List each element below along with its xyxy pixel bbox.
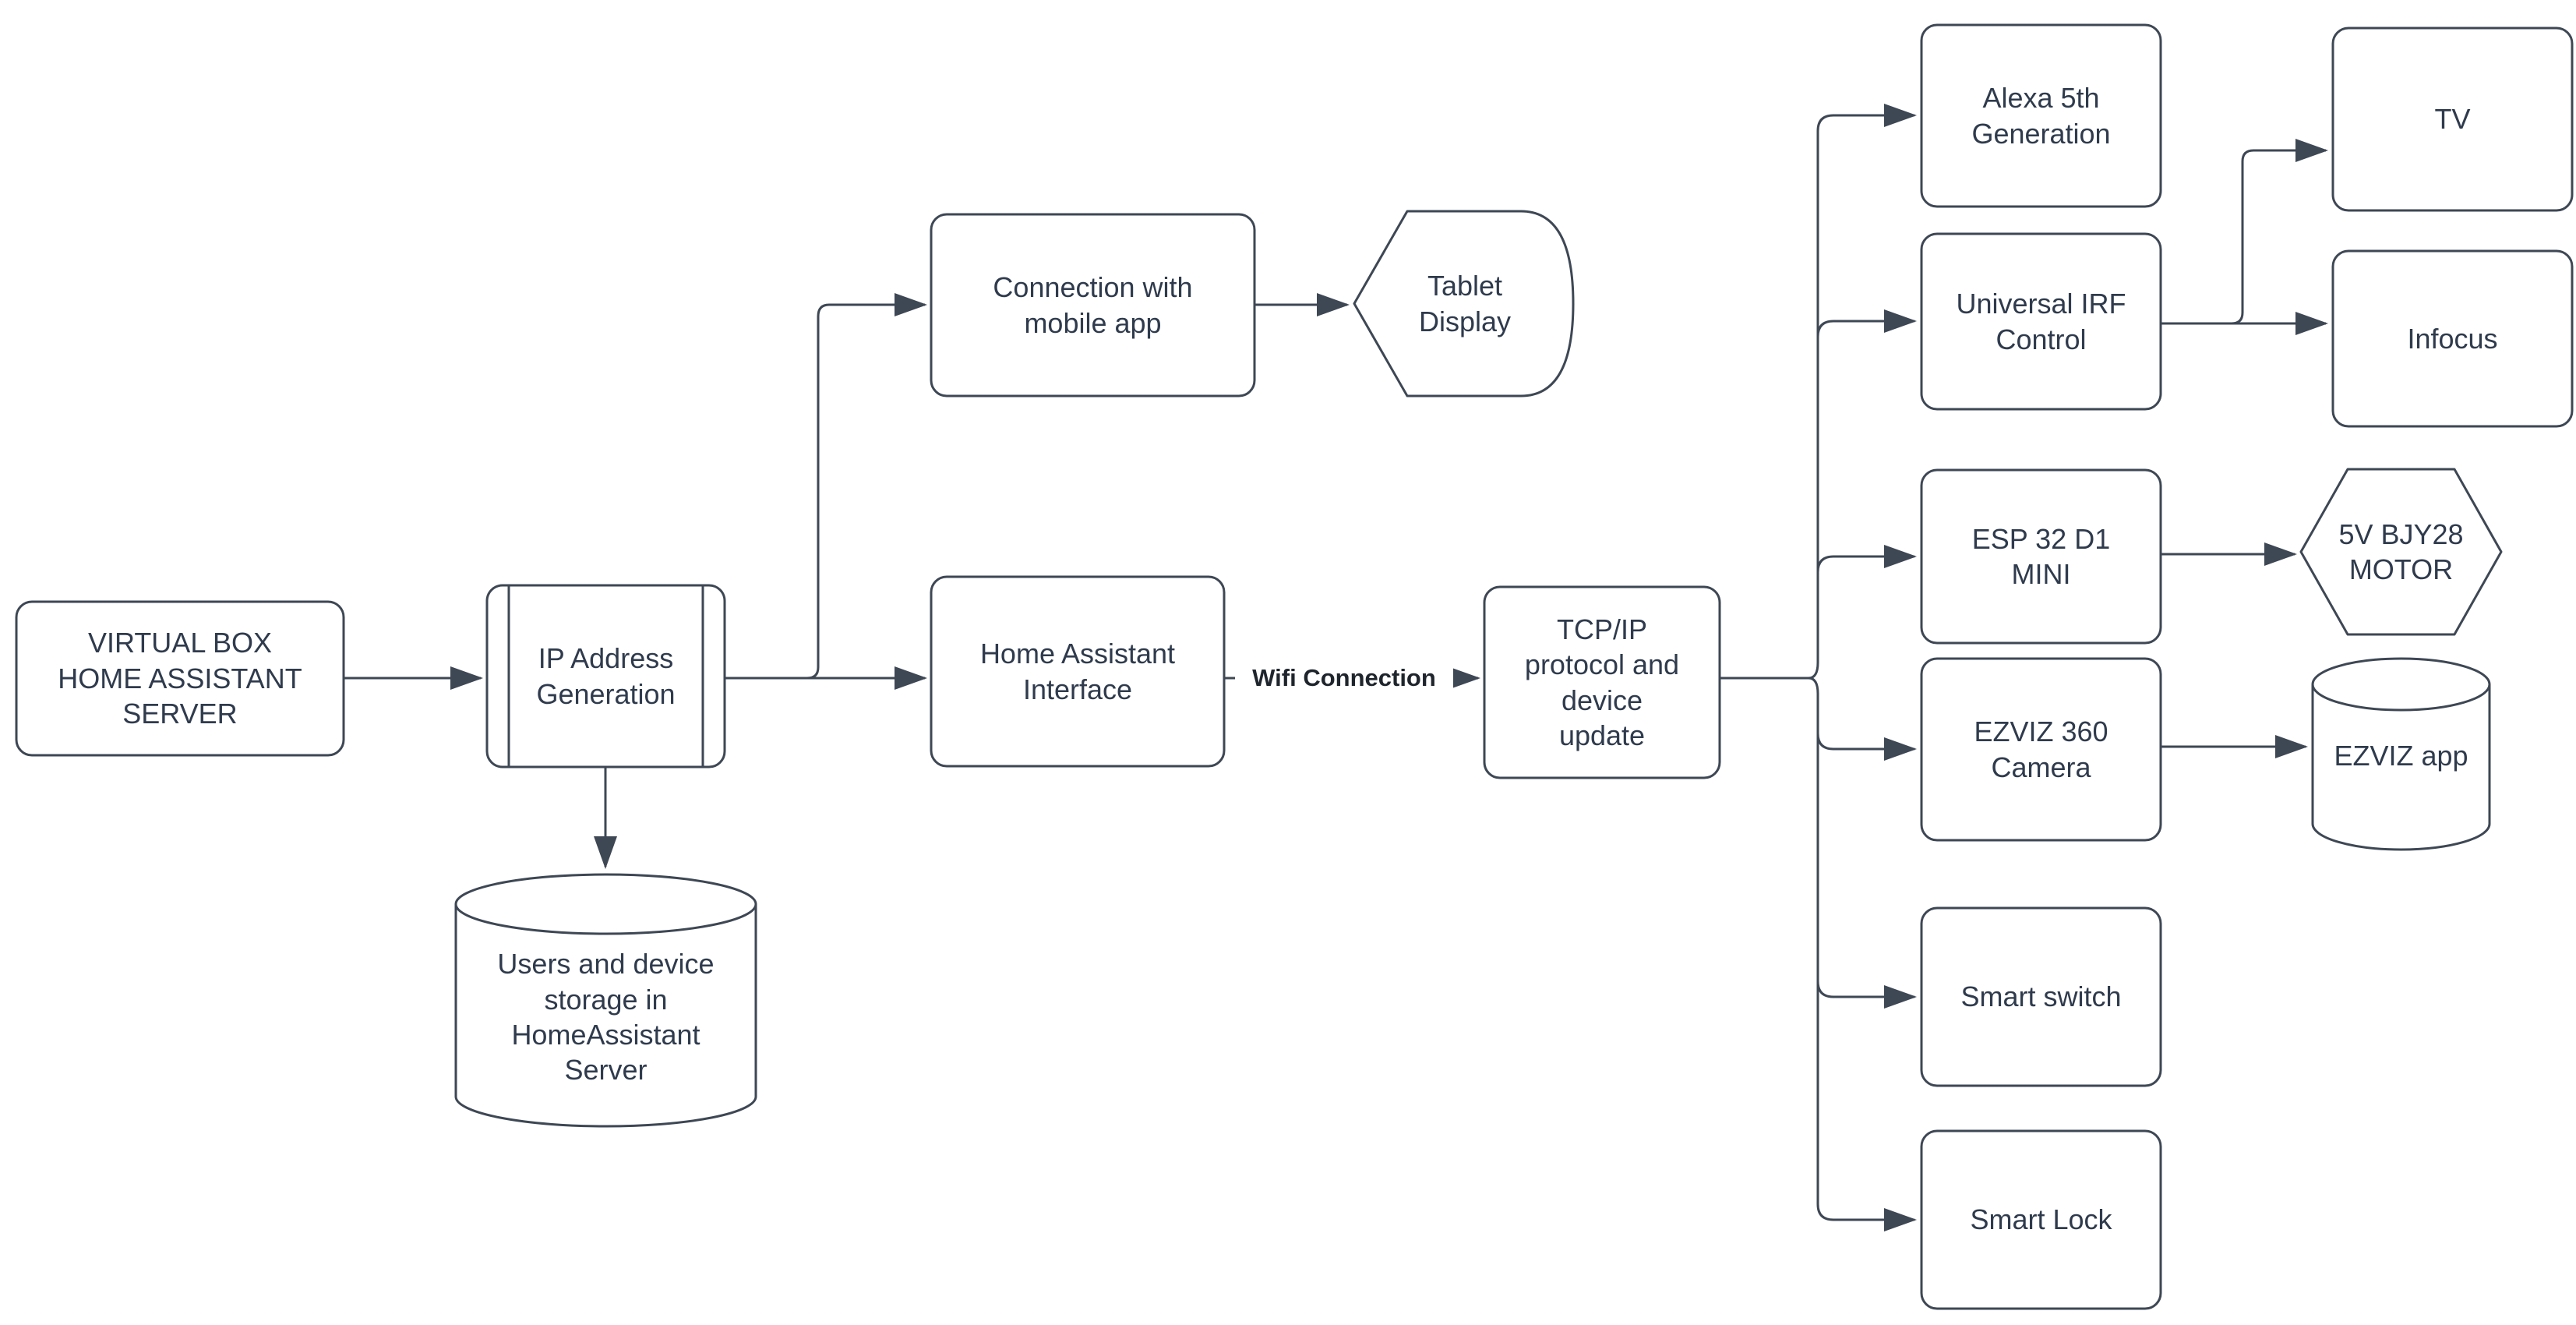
trunk-upper-branch-alexa — [1808, 104, 1917, 680]
node-ezviz-360-camera — [1920, 657, 2162, 842]
node-tv — [2331, 26, 2574, 212]
branch-ezviz-camera — [1816, 733, 1917, 761]
users-storage-cylinder-rim — [454, 903, 757, 935]
node-smart-lock — [1920, 1129, 2162, 1310]
node-tcpip-protocol-update — [1483, 585, 1721, 779]
node-ip-address-generation — [485, 584, 726, 768]
node-virtual-box-server — [15, 600, 345, 757]
node-tablet-display — [1353, 210, 1575, 398]
branch-smart-switch — [1816, 980, 1917, 1009]
node-motor-hexagon — [2299, 468, 2503, 636]
node-esp32-d1-mini — [1920, 468, 2162, 645]
node-universal-irf-control — [1920, 232, 2162, 411]
edge-irf-to-tv — [2231, 139, 2328, 325]
trunk-lower-branch-smartlock — [1808, 677, 1917, 1231]
node-ezviz-app-cylinder — [2311, 657, 2491, 851]
predefined-process-bars — [507, 586, 704, 766]
node-users-storage-cylinder — [454, 873, 757, 1128]
node-home-assistant-interface — [930, 575, 1226, 768]
node-connection-mobile-app — [930, 213, 1256, 398]
node-smart-switch — [1920, 906, 2162, 1087]
branch-universal-irf — [1816, 309, 1917, 337]
node-infocus — [2331, 249, 2574, 428]
edge-label-wifi-connection: Wifi Connection — [1235, 657, 1453, 699]
edge-ipgen-to-mobileapp — [806, 293, 927, 680]
branch-esp32 — [1816, 545, 1917, 573]
node-alexa-5th-generation — [1920, 23, 2162, 208]
ezviz-app-cylinder-rim — [2311, 684, 2491, 712]
